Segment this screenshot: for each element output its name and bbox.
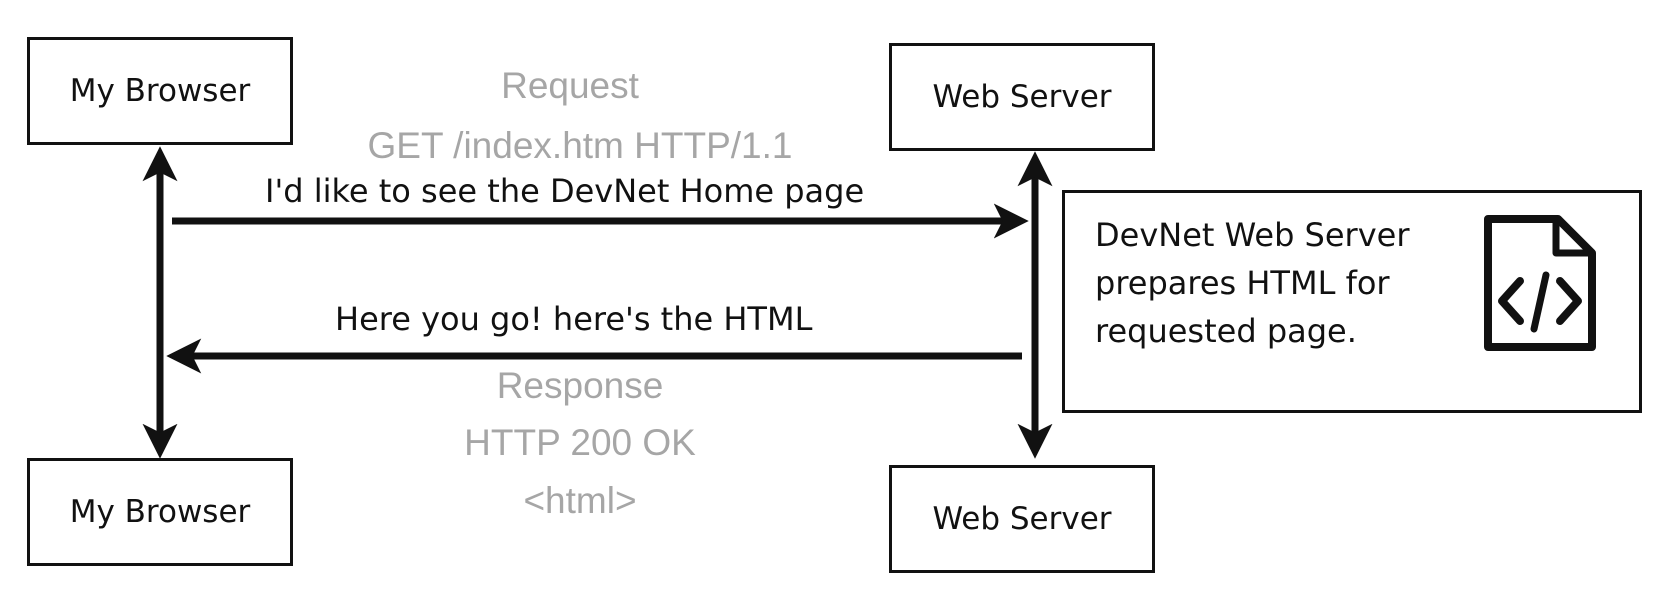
browser-bottom-label: My Browser [69,494,251,530]
server-note: DevNet Web Server prepares HTML for requ… [1062,190,1642,413]
server-box-top: Web Server [889,43,1155,151]
server-note-text: DevNet Web Server prepares HTML for requ… [1095,211,1409,355]
server-top-label: Web Server [932,79,1112,115]
response-title: Response [496,365,664,406]
response-status: HTTP 200 OK [464,422,696,463]
browser-box-top: My Browser [27,37,293,145]
request-message: I'd like to see the DevNet Home page [265,172,865,210]
browser-top-label: My Browser [69,73,251,109]
browser-box-bottom: My Browser [27,458,293,566]
response-message: Here you go! here's the HTML [335,300,813,338]
response-body: <html> [523,480,637,521]
request-title: Request [501,65,639,106]
request-line: GET /index.htm HTTP/1.1 [367,125,793,166]
html-file-code-icon [1484,215,1596,351]
server-bottom-label: Web Server [932,501,1112,537]
server-box-bottom: Web Server [889,465,1155,573]
server-note-line: prepares HTML for [1095,264,1390,302]
server-note-line: DevNet Web Server [1095,216,1410,254]
server-note-line: requested page. [1095,312,1357,350]
